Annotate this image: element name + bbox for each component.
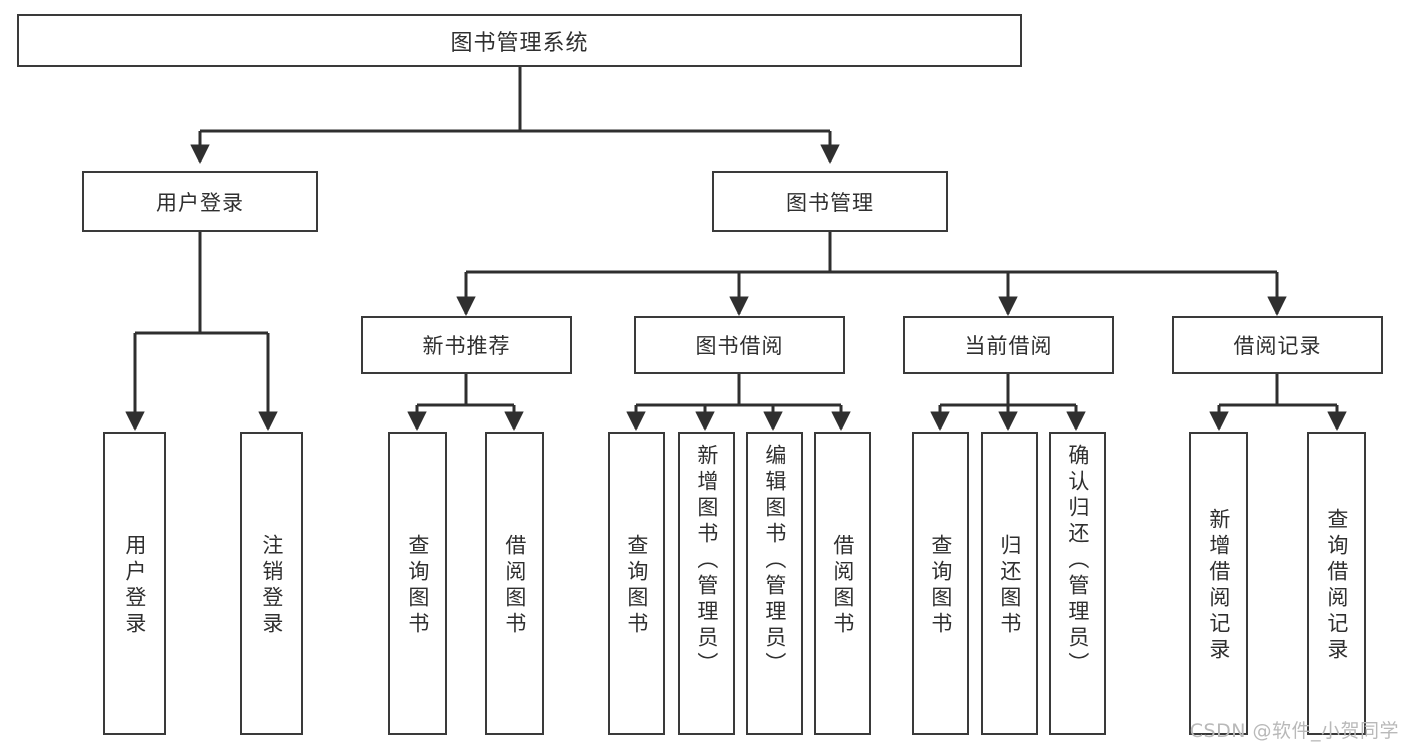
vtext-wrap: 新增图书（管理员） — [694, 438, 719, 739]
node-new-book-recommend-label: 新书推荐 — [422, 334, 511, 358]
node-book-manage[interactable]: 图书管理 — [712, 171, 948, 232]
node-leaf-confirm-return[interactable]: 确认归还（管理员） — [1049, 432, 1106, 735]
node-leaf-borrow-book-2-label: 借阅图书 — [830, 533, 855, 638]
node-leaf-query-record-label: 查询借阅记录 — [1324, 507, 1349, 664]
node-leaf-borrow-book-1-label: 借阅图书 — [502, 533, 527, 638]
node-user-login-label: 用户登录 — [156, 190, 244, 215]
node-leaf-query-book-2-label: 查询图书 — [624, 533, 649, 638]
node-root[interactable]: 图书管理系统 — [17, 14, 1022, 67]
node-leaf-add-book-label: 新增图书（管理员） — [694, 444, 719, 678]
node-leaf-query-book-1-label: 查询图书 — [405, 533, 430, 638]
vtext-wrap: 查询借阅记录 — [1324, 438, 1349, 733]
node-leaf-return-book[interactable]: 归还图书 — [981, 432, 1038, 735]
node-borrow-record[interactable]: 借阅记录 — [1172, 316, 1383, 374]
node-user-login[interactable]: 用户登录 — [82, 171, 318, 232]
node-leaf-add-book[interactable]: 新增图书（管理员） — [678, 432, 735, 735]
vtext-wrap: 用户登录 — [122, 438, 147, 733]
node-borrow-record-label: 借阅记录 — [1233, 334, 1322, 358]
vtext-wrap: 借阅图书 — [502, 438, 527, 733]
vtext-wrap: 查询图书 — [928, 438, 953, 733]
node-leaf-borrow-book-2[interactable]: 借阅图书 — [814, 432, 871, 735]
node-leaf-logout[interactable]: 注销登录 — [240, 432, 303, 735]
node-new-book-recommend[interactable]: 新书推荐 — [361, 316, 572, 374]
node-leaf-edit-book-label: 编辑图书（管理员） — [762, 444, 787, 678]
node-leaf-add-record[interactable]: 新增借阅记录 — [1189, 432, 1248, 735]
node-book-manage-label: 图书管理 — [786, 190, 874, 215]
node-current-borrow[interactable]: 当前借阅 — [903, 316, 1114, 374]
vtext-wrap: 注销登录 — [259, 438, 284, 733]
watermark-text: CSDN @软件_小贺同学 — [1189, 720, 1399, 742]
node-leaf-query-book-3[interactable]: 查询图书 — [912, 432, 969, 735]
vtext-wrap: 查询图书 — [405, 438, 430, 733]
node-leaf-query-book-1[interactable]: 查询图书 — [388, 432, 447, 735]
node-leaf-query-record[interactable]: 查询借阅记录 — [1307, 432, 1366, 735]
vtext-wrap: 归还图书 — [997, 438, 1022, 733]
node-leaf-borrow-book-1[interactable]: 借阅图书 — [485, 432, 544, 735]
vtext-wrap: 查询图书 — [624, 438, 649, 733]
node-leaf-query-book-2[interactable]: 查询图书 — [608, 432, 665, 735]
vtext-wrap: 借阅图书 — [830, 438, 855, 733]
node-leaf-query-book-3-label: 查询图书 — [928, 533, 953, 638]
node-leaf-logout-label: 注销登录 — [259, 533, 284, 638]
node-leaf-add-record-label: 新增借阅记录 — [1206, 507, 1231, 664]
vtext-wrap: 新增借阅记录 — [1206, 438, 1231, 733]
node-book-borrow[interactable]: 图书借阅 — [634, 316, 845, 374]
vtext-wrap: 确认归还（管理员） — [1065, 438, 1090, 739]
node-leaf-return-book-label: 归还图书 — [997, 533, 1022, 638]
node-current-borrow-label: 当前借阅 — [964, 334, 1053, 358]
node-root-label: 图书管理系统 — [450, 30, 589, 56]
node-leaf-user-login-label: 用户登录 — [122, 533, 147, 638]
node-leaf-confirm-return-label: 确认归还（管理员） — [1065, 444, 1090, 678]
node-book-borrow-label: 图书借阅 — [695, 334, 784, 358]
vtext-wrap: 编辑图书（管理员） — [762, 438, 787, 739]
node-leaf-edit-book[interactable]: 编辑图书（管理员） — [746, 432, 803, 735]
node-leaf-user-login[interactable]: 用户登录 — [103, 432, 166, 735]
